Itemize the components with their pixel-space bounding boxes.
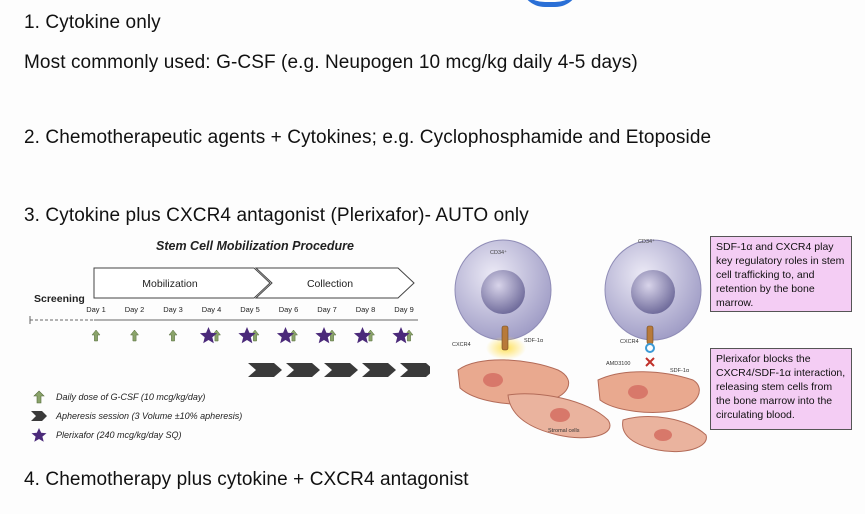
legend-apheresis: Apheresis session (3 Volume ±10% apheres…: [30, 409, 242, 423]
gcsf-arrow-icon: [33, 390, 45, 404]
right-sdf-label: SDF-1α: [670, 368, 690, 374]
day-label: Day 1: [86, 305, 106, 314]
legend-plerixafor: Plerixafor (240 mcg/kg/day SQ): [30, 428, 182, 442]
item-4-chemo-cytokine-cxcr4: 4. Chemotherapy plus cytokine + CXCR4 an…: [24, 469, 469, 490]
screening-label: Screening: [34, 293, 85, 305]
info-box-plerixafor: Plerixafor blocks the CXCR4/SDF-1α inter…: [710, 348, 852, 430]
apheresis-session-chevron: [286, 363, 320, 377]
gcsf-dose-arrow: [91, 329, 101, 342]
title-arc-decoration: [520, 0, 580, 7]
right-cell-nucleus: [631, 270, 675, 314]
item-2-chemo-cytokines: 2. Chemotherapeutic agents + Cytokines; …: [24, 127, 712, 148]
stromal-nucleus-2: [550, 408, 570, 422]
apheresis-session-chevron: [324, 363, 358, 377]
right-cxcr4-receptor: [646, 325, 654, 345]
item-3-cytokine-cxcr4: 3. Cytokine plus CXCR4 antagonist (Pleri…: [24, 205, 529, 226]
collection-label: Collection: [307, 278, 353, 290]
item-1-cytokine-only: 1. Cytokine only: [24, 12, 161, 33]
stromal-cell-3: [597, 371, 700, 413]
stromal-cell-1: [457, 359, 570, 405]
mobilization-phase-arrow: [93, 267, 271, 299]
apheresis-session-chevron: [362, 363, 396, 377]
plerixafor-dose-star: [238, 327, 256, 344]
day-label: Day 6: [279, 305, 299, 314]
legend-gcsf-label: Daily dose of G-CSF (10 mcg/kg/day): [56, 392, 206, 402]
plerixafor-dose-star: [353, 327, 372, 344]
right-cd34-label: CD34⁺: [638, 238, 655, 245]
info-box-sdf-cxcr4: SDF-1α and CXCR4 play key regulatory rol…: [710, 236, 852, 312]
apheresis-chevron-icon: [31, 411, 47, 421]
day-label: Day 8: [356, 305, 376, 314]
legend-gcsf: Daily dose of G-CSF (10 mcg/kg/day): [30, 390, 205, 404]
plerixafor-dose-star: [276, 327, 295, 344]
plerixafor-dose-star: [315, 327, 333, 344]
mobilization-procedure-diagram: Stem Cell Mobilization Procedure Mobiliz…: [29, 239, 430, 377]
mobilization-label: Mobilization: [142, 278, 198, 290]
left-cxcr4-receptor: [501, 325, 509, 351]
collection-phase-arrow: [254, 267, 415, 299]
gcsf-dose-arrow: [129, 329, 140, 342]
day-label: Day 5: [240, 305, 260, 314]
item-1-detail: Most commonly used: G-CSF (e.g. Neupogen…: [24, 52, 638, 73]
plerixafor-star-icon: [31, 428, 47, 442]
amd3100-molecule: [645, 343, 655, 353]
left-cd34-label: CD34⁺: [490, 249, 507, 256]
gcsf-dose-arrow: [168, 329, 178, 342]
apheresis-session-chevron: [248, 363, 282, 377]
left-cell-nucleus: [481, 270, 525, 314]
day-label: Day 7: [317, 305, 337, 314]
left-cxcr4-label: CXCR4: [452, 342, 471, 348]
blocked-interaction-icon: [645, 357, 655, 367]
stromal-label: Stromal cells: [548, 428, 580, 434]
legend-plerixafor-label: Plerixafor (240 mcg/kg/day SQ): [56, 430, 182, 440]
procedure-title: Stem Cell Mobilization Procedure: [156, 239, 354, 253]
apheresis-session-chevron: [400, 363, 430, 377]
day-label: Day 4: [202, 305, 222, 314]
day-label: Day 3: [163, 305, 183, 314]
left-sdf-label: SDF-1α: [524, 338, 544, 344]
day-label: Day 2: [125, 305, 145, 314]
stromal-nucleus-1: [483, 373, 503, 387]
day-label: Day 9: [394, 305, 414, 314]
right-cxcr4-label: CXCR4: [620, 339, 639, 345]
amd3100-label: AMD3100: [606, 361, 630, 367]
cxcr4-mechanism-illustration: CD34⁺ CXCR4 SDF-1α CD34⁺ CXCR4 AMD3100 S…: [452, 238, 707, 453]
stromal-nucleus-3: [628, 385, 648, 399]
stromal-nucleus-4: [654, 429, 672, 441]
legend-apheresis-label: Apheresis session (3 Volume ±10% apheres…: [56, 411, 243, 421]
plerixafor-dose-star: [392, 327, 410, 344]
plerixafor-dose-star: [199, 327, 218, 344]
